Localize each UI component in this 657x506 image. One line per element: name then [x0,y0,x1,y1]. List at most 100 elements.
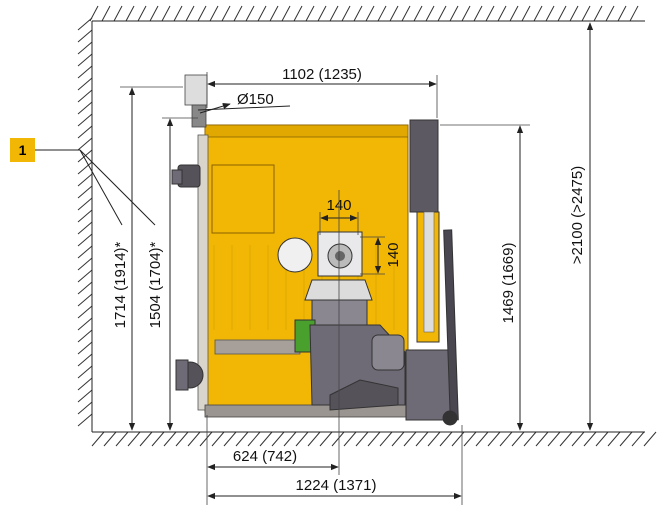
dimension-top-width: 1102 (1235) [206,66,438,118]
hatch-stroke [175,431,189,447]
hatch-stroke [401,5,411,22]
hatch-stroke [77,281,93,295]
hatch-stroke [77,65,93,79]
dim-height-left-outer-label: 1714 (1914)* [112,241,129,328]
hatch-stroke [77,77,93,91]
hatch-stroke [77,245,93,259]
hatch-stroke [379,431,393,447]
hatch-stroke [437,5,447,22]
hatch-stroke [305,5,315,22]
hatch-stroke [77,317,93,331]
hatch-stroke [233,5,243,22]
left-side-fittings [171,164,204,391]
hatch-stroke [77,365,93,379]
dim-top-width-label: 1102 (1235) [282,66,362,83]
hatch-stroke [77,173,93,187]
hatch-stroke [91,431,105,447]
hatch-stroke [77,137,93,151]
hatch-stroke [127,431,141,447]
hatch-stroke [77,29,93,43]
hatch-stroke [547,431,561,447]
dimension-connector-height: 140 [360,236,402,275]
dimension-height-room: >2100 (>2475) [569,22,594,431]
hatch-stroke [163,431,177,447]
hatch-stroke [77,209,93,223]
hatch-stroke [161,5,171,22]
hatch-stroke [317,5,327,22]
hatch-stroke [77,185,93,199]
hatch-stroke [77,413,93,427]
hatch-stroke [331,431,345,447]
hatch-stroke [137,5,147,22]
hatch-stroke [259,431,273,447]
hatch-stroke [149,5,159,22]
hatch-stroke [211,431,225,447]
callout-number-badge: 1 [10,138,35,162]
hatch-stroke [307,431,321,447]
hatch-stroke [77,53,93,67]
hatch-stroke [103,431,117,447]
hatch-stroke [113,5,123,22]
hatch-stroke [77,41,93,55]
dimension-height-boiler: 1469 (1669) [440,124,530,431]
hatch-stroke [497,5,507,22]
hatch-stroke [197,5,207,22]
hatch-stroke [319,431,333,447]
dim-connector-height-label: 140 [385,242,402,267]
hatch-stroke [77,329,93,343]
hatch-stroke [295,431,309,447]
dimension-depth-front: 624 (742) [206,190,340,505]
dimension-flue-diameter: Ø150 [197,91,291,114]
hatch-stroke [293,5,303,22]
hatch-stroke [439,431,453,447]
hatch-stroke [77,401,93,415]
hatch-stroke [77,389,93,403]
hatch-stroke [329,5,339,22]
hatch-stroke [463,431,477,447]
hatch-stroke [523,431,537,447]
hatch-stroke [391,431,405,447]
pellet-hopper-column [405,119,459,426]
hatch-stroke [461,5,471,22]
hatch-stroke [425,5,435,22]
hatch-stroke [593,5,603,22]
hatch-stroke [271,431,285,447]
hatch-stroke [583,431,597,447]
hatch-stroke [221,5,231,22]
hatch-stroke [77,113,93,127]
hatch-stroke [77,233,93,247]
hatch-stroke [77,125,93,139]
hatch-stroke [269,5,279,22]
dim-depth-total-label: 1224 (1371) [296,477,377,494]
hatch-stroke [535,431,549,447]
hatch-stroke [77,257,93,271]
hatch-stroke [367,431,381,447]
hatch-stroke [619,431,633,447]
hatch-stroke [77,17,93,31]
hatch-stroke [247,431,261,447]
hatch-stroke [473,5,483,22]
hatch-stroke [77,221,93,235]
hatch-stroke [449,5,459,22]
hatch-stroke [77,341,93,355]
hatch-stroke [559,431,573,447]
hatch-stroke [355,431,369,447]
hatch-stroke [283,431,297,447]
hatch-stroke [415,431,429,447]
hatch-stroke [427,431,441,447]
dim-height-boiler-label: 1469 (1669) [500,243,517,324]
hatch-stroke [499,431,513,447]
hatch-stroke [569,5,579,22]
hatch-stroke [557,5,567,22]
hatch-stroke [343,431,357,447]
hatch-stroke [77,101,93,115]
hatch-stroke [643,431,657,447]
dim-flue-diameter-label: Ø150 [237,91,274,108]
hatch-stroke [187,431,201,447]
hatch-stroke [77,353,93,367]
hatch-stroke [125,5,135,22]
hatch-stroke [199,431,213,447]
hatch-stroke [581,5,591,22]
dim-height-room-label: >2100 (>2475) [569,166,586,264]
hatch-stroke [77,197,93,211]
